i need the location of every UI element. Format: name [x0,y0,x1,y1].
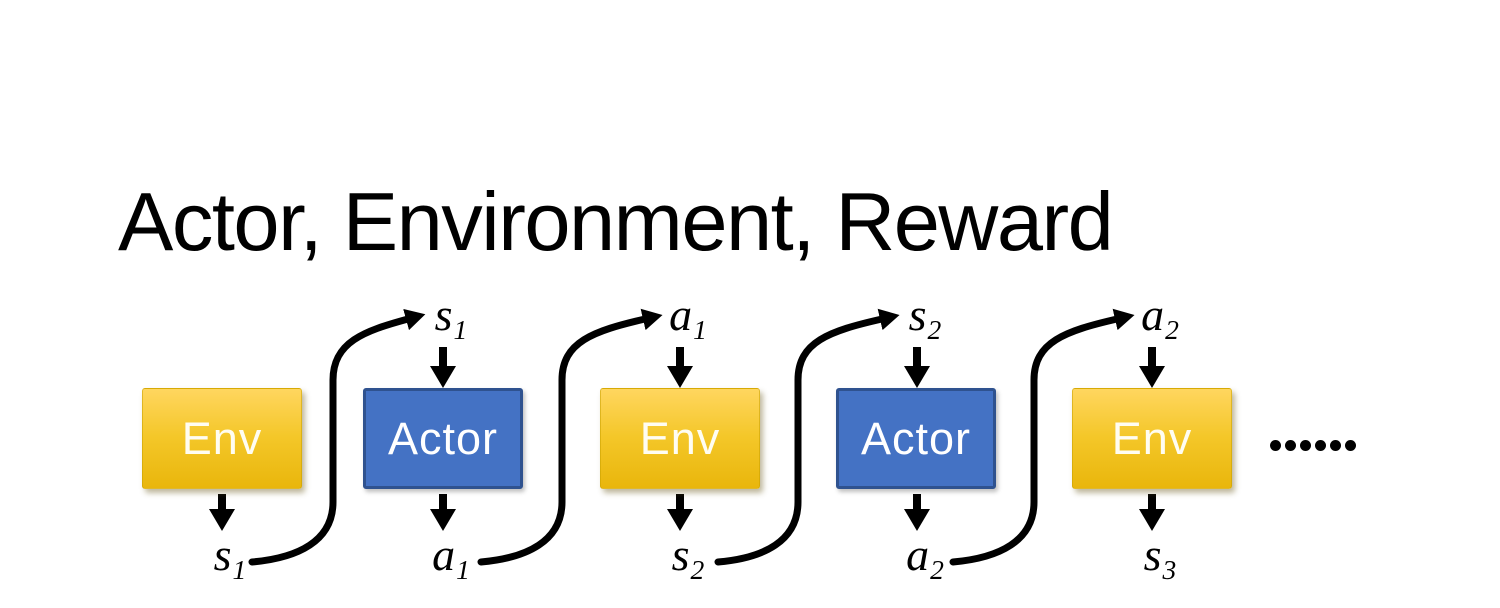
label-base: a [669,289,693,340]
dot [1300,440,1311,451]
actor-box-2-label: Actor [860,412,972,464]
env-box-1: Env [142,388,302,489]
slide-title: Actor, Environment, Reward [118,174,1114,268]
action-label-a2-bottom: a2 [906,529,944,585]
label-sub: 1 [693,313,707,345]
state-label-s2-bottom: s2 [671,529,705,585]
env-box-3-label: Env [1111,412,1193,464]
label-sub: 2 [930,553,944,585]
state-label-s1-bottom: s1 [213,529,247,585]
label-base: s [213,529,232,580]
label-base: s [908,289,927,340]
label-base: s [1143,529,1162,580]
dot [1270,440,1281,451]
label-base: a [1141,289,1165,340]
label-sub: 1 [232,553,247,585]
env-box-2-label: Env [639,412,721,464]
state-label-s3-bottom: s3 [1143,529,1177,585]
label-sub: 1 [456,553,470,585]
label-sub: 2 [927,313,942,345]
label-base: a [432,529,456,580]
label-base: a [906,529,930,580]
state-label-s2-top: s2 [908,289,942,345]
dot [1345,440,1356,451]
label-base: s [671,529,690,580]
label-sub: 2 [1165,313,1179,345]
ellipsis-dots [1270,440,1356,451]
actor-box-1-label: Actor [387,412,499,464]
label-sub: 2 [690,553,705,585]
action-label-a2-top: a2 [1141,289,1179,345]
state-label-s1-top: s1 [434,289,468,345]
label-sub: 1 [453,313,468,345]
dot [1330,440,1341,451]
action-label-a1-bottom: a1 [432,529,470,585]
actor-box-2: Actor [836,388,996,489]
env-box-3: Env [1072,388,1232,489]
env-box-1-label: Env [181,412,263,464]
dot [1315,440,1326,451]
actor-box-1: Actor [363,388,523,489]
dot [1285,440,1296,451]
label-sub: 3 [1162,553,1177,585]
label-base: s [434,289,453,340]
action-label-a1-top: a1 [669,289,707,345]
env-box-2: Env [600,388,760,489]
